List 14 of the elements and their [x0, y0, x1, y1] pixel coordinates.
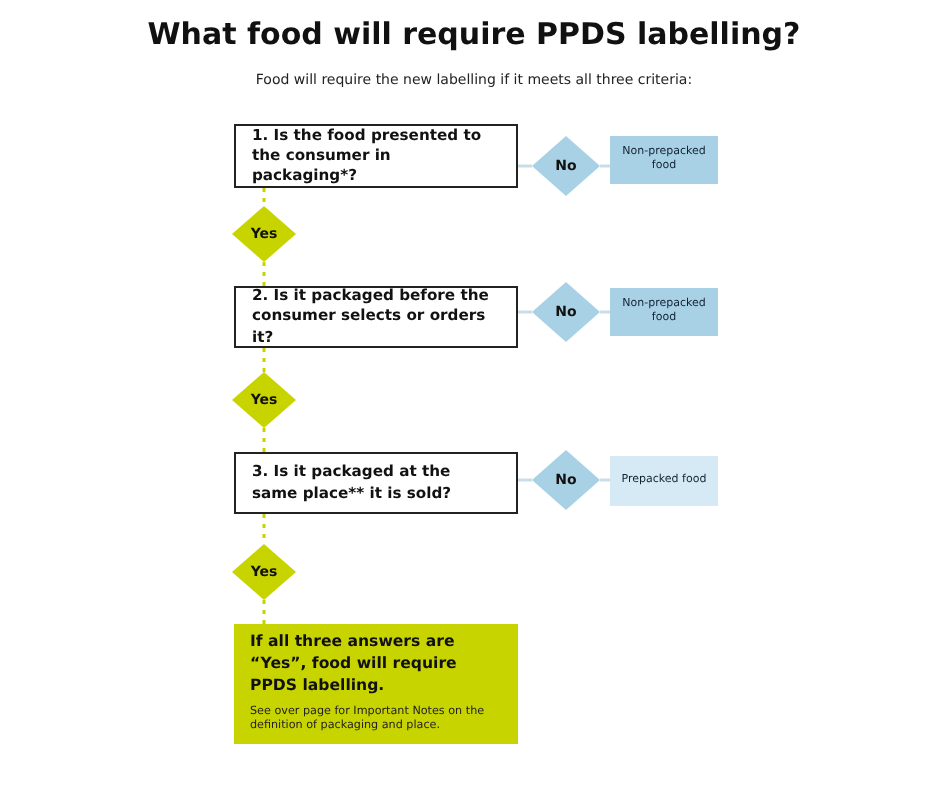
connector-line [262, 348, 266, 372]
connector-line [262, 428, 266, 452]
result-panel [234, 624, 518, 744]
connector-line [600, 310, 610, 314]
connector-line [600, 164, 610, 168]
connector-line [262, 188, 266, 206]
connector-line [518, 310, 532, 314]
connector-line [518, 478, 532, 482]
connector-line [518, 164, 532, 168]
connector-line [262, 514, 266, 544]
connector-line [262, 600, 266, 624]
title: What food will require PPDS labelling? [145, 16, 803, 52]
connector-line [600, 478, 610, 482]
connector-line [262, 262, 266, 286]
